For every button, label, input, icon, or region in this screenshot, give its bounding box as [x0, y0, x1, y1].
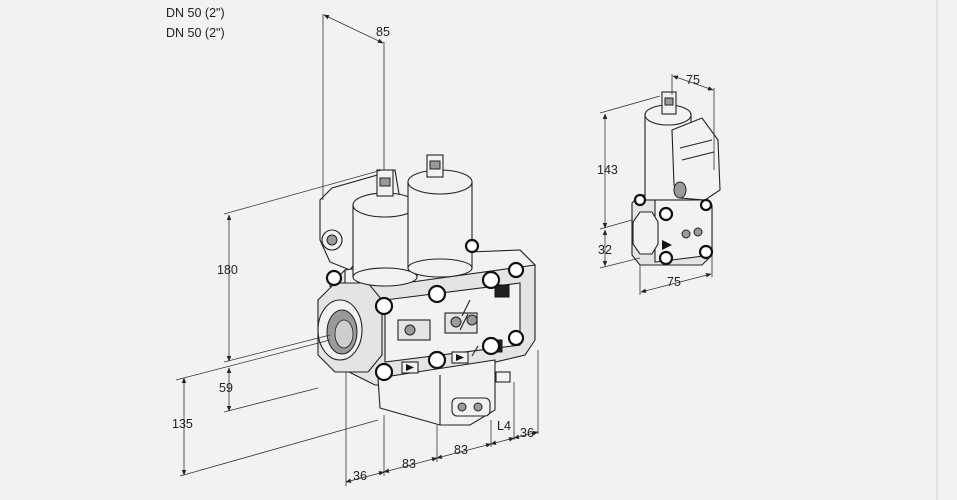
coil-1-connector-detail	[379, 177, 391, 187]
main-dimensions: 85 180 59 135	[172, 14, 539, 486]
lower-port-1	[457, 402, 467, 412]
lower-port-2	[473, 402, 483, 412]
dim-32: 32	[598, 243, 612, 257]
caption-line-1: DN 50 (2")	[166, 6, 225, 20]
inlet-bore	[334, 319, 354, 349]
main-valve-assembly	[317, 154, 537, 426]
auxiliary-valve-assembly	[631, 91, 721, 266]
solenoid-coil-2	[407, 181, 473, 269]
bolt	[427, 284, 447, 304]
bolt	[481, 336, 501, 356]
solenoid-coil-2-base	[407, 258, 473, 278]
solenoid-coil-1-top	[352, 192, 418, 218]
aux-port-1	[681, 229, 691, 239]
module-2-port	[450, 316, 462, 328]
bolt	[464, 238, 480, 254]
dim-36-rear: 36	[520, 426, 534, 440]
dim-135: 135	[172, 417, 193, 431]
bolt	[658, 206, 674, 222]
bolt	[699, 198, 713, 212]
caption-line-2: DN 50 (2")	[166, 26, 225, 40]
aux-cable-gland	[673, 181, 687, 199]
aux-port-2	[693, 227, 703, 237]
pressure-mark-2	[471, 345, 479, 357]
bolt	[658, 250, 674, 266]
dim-83-first: 83	[402, 457, 416, 471]
auxiliary-dimensions: 75 143 32 75	[597, 73, 715, 295]
bracket-hole-inner	[326, 234, 338, 246]
aux-hex-inlet	[632, 211, 659, 255]
side-test-nipple	[495, 371, 511, 383]
bolt	[374, 362, 394, 382]
flow-arrow-2-glyph	[456, 354, 464, 361]
module-2-port-b	[466, 314, 478, 326]
flow-arrow-1-glyph	[406, 364, 414, 371]
dim-75-top: 75	[686, 73, 700, 87]
dim-180: 180	[217, 263, 238, 277]
dim-83-second: 83	[454, 443, 468, 457]
pressure-mark-1	[459, 299, 471, 331]
bolt	[507, 261, 525, 279]
coil-2-connector-detail	[429, 160, 441, 170]
aux-flow-arrow	[662, 240, 672, 250]
aux-plug-ribs	[679, 139, 715, 161]
bolt	[427, 350, 447, 370]
solenoid-coil-1-base	[352, 267, 418, 287]
dim-85: 85	[376, 25, 390, 39]
bolt	[633, 193, 647, 207]
aux-connector-detail	[664, 97, 674, 106]
bolt	[374, 296, 394, 316]
dim-36-front: 36	[353, 469, 367, 483]
dim-59: 59	[219, 381, 233, 395]
lower-port-plate	[451, 397, 491, 417]
bolt	[507, 329, 525, 347]
terminal-block-1	[494, 284, 510, 298]
module-1-port	[404, 324, 416, 336]
bolt	[481, 270, 501, 290]
dim-75-bottom: 75	[667, 275, 681, 289]
bolt	[698, 244, 714, 260]
dim-143: 143	[597, 163, 618, 177]
bolt	[325, 269, 343, 287]
dim-l4: L4	[497, 419, 511, 433]
